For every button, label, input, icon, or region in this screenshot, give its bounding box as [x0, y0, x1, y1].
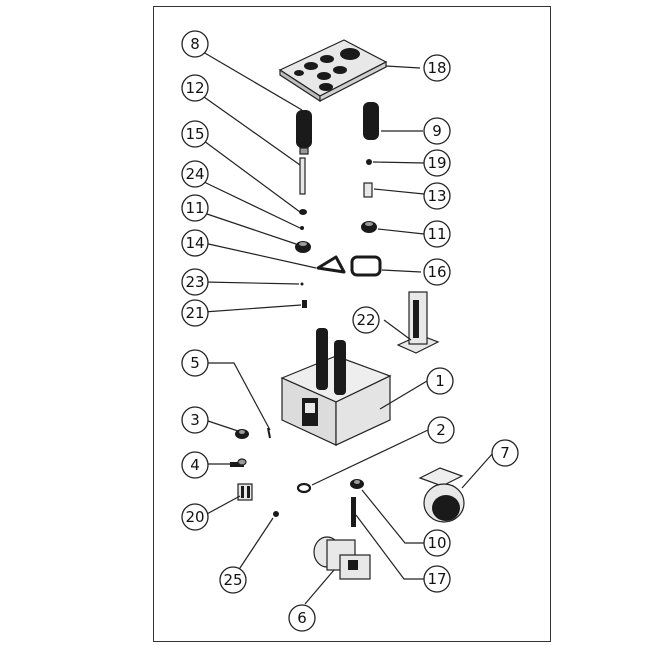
svg-text:15: 15: [185, 125, 204, 143]
part-23: [300, 282, 304, 286]
callout-15: 15: [181, 120, 209, 148]
leader-lines: [202, 51, 494, 605]
callout-11-left: 11: [181, 194, 209, 222]
drawing-frame: [153, 6, 551, 642]
part-10: [350, 479, 364, 489]
svg-text:2: 2: [436, 421, 446, 439]
part-17: [351, 497, 356, 527]
part-25: [273, 511, 279, 517]
callout-10: 10: [423, 529, 451, 557]
callout-14: 14: [181, 229, 209, 257]
part-fan: [418, 467, 465, 523]
part-nut-right: [361, 221, 377, 233]
part-main-box: [280, 328, 392, 446]
part-top-plate: [278, 39, 388, 103]
callout-20: 20: [181, 503, 209, 531]
callout-11-right: 11: [423, 220, 451, 248]
svg-text:8: 8: [190, 35, 200, 53]
callout-24: 24: [181, 160, 209, 188]
svg-text:5: 5: [190, 354, 200, 372]
svg-text:14: 14: [185, 234, 204, 252]
svg-text:9: 9: [432, 122, 442, 140]
callout-8: 8: [181, 30, 209, 58]
part-nut-left: [295, 241, 311, 253]
svg-text:16: 16: [427, 263, 446, 281]
part-motor: [313, 536, 371, 580]
part-left-grip: [296, 110, 312, 155]
svg-text:7: 7: [500, 444, 510, 462]
part-4: [230, 458, 247, 467]
callout-1: 1: [426, 367, 454, 395]
part-20: [237, 483, 253, 501]
callout-4: 4: [181, 451, 209, 479]
part-washer: [299, 209, 307, 215]
callout-19: 19: [423, 149, 451, 177]
callout-21: 21: [181, 299, 209, 327]
part-gasket-square: [350, 255, 382, 277]
part-3: [235, 429, 249, 439]
part-19: [366, 159, 372, 165]
callout-6: 6: [288, 604, 316, 632]
svg-text:19: 19: [427, 154, 446, 172]
svg-text:11: 11: [185, 199, 204, 217]
callout-7: 7: [491, 439, 519, 467]
callout-13: 13: [423, 182, 451, 210]
callout-9: 9: [423, 117, 451, 145]
svg-text:24: 24: [185, 165, 204, 183]
callout-12: 12: [181, 74, 209, 102]
part-stand: [396, 291, 440, 354]
part-right-grip: [363, 102, 379, 140]
svg-text:3: 3: [190, 411, 200, 429]
svg-text:1: 1: [435, 372, 445, 390]
part-13: [363, 182, 373, 198]
svg-text:21: 21: [185, 304, 204, 322]
callout-25: 25: [219, 566, 247, 594]
part-small-pin: [300, 226, 304, 230]
svg-text:23: 23: [185, 273, 204, 291]
callout-3: 3: [181, 406, 209, 434]
part-shaft: [299, 157, 306, 195]
svg-text:22: 22: [356, 311, 375, 329]
part-21: [302, 300, 307, 308]
svg-text:10: 10: [427, 534, 446, 552]
part-5: [267, 427, 271, 439]
svg-text:6: 6: [297, 609, 307, 627]
svg-text:11: 11: [427, 225, 446, 243]
svg-text:18: 18: [427, 59, 446, 77]
callout-22: 22: [352, 306, 380, 334]
svg-text:4: 4: [190, 456, 200, 474]
svg-text:20: 20: [185, 508, 204, 526]
callout-17: 17: [423, 565, 451, 593]
callout-23: 23: [181, 268, 209, 296]
callout-16: 16: [423, 258, 451, 286]
svg-text:17: 17: [427, 570, 446, 588]
svg-text:12: 12: [185, 79, 204, 97]
callout-18: 18: [423, 54, 451, 82]
svg-text:25: 25: [223, 571, 242, 589]
part-ring: [296, 482, 312, 494]
part-gasket-triangle: [316, 255, 346, 274]
svg-text:13: 13: [427, 187, 446, 205]
callout-5: 5: [181, 349, 209, 377]
callout-2: 2: [427, 416, 455, 444]
